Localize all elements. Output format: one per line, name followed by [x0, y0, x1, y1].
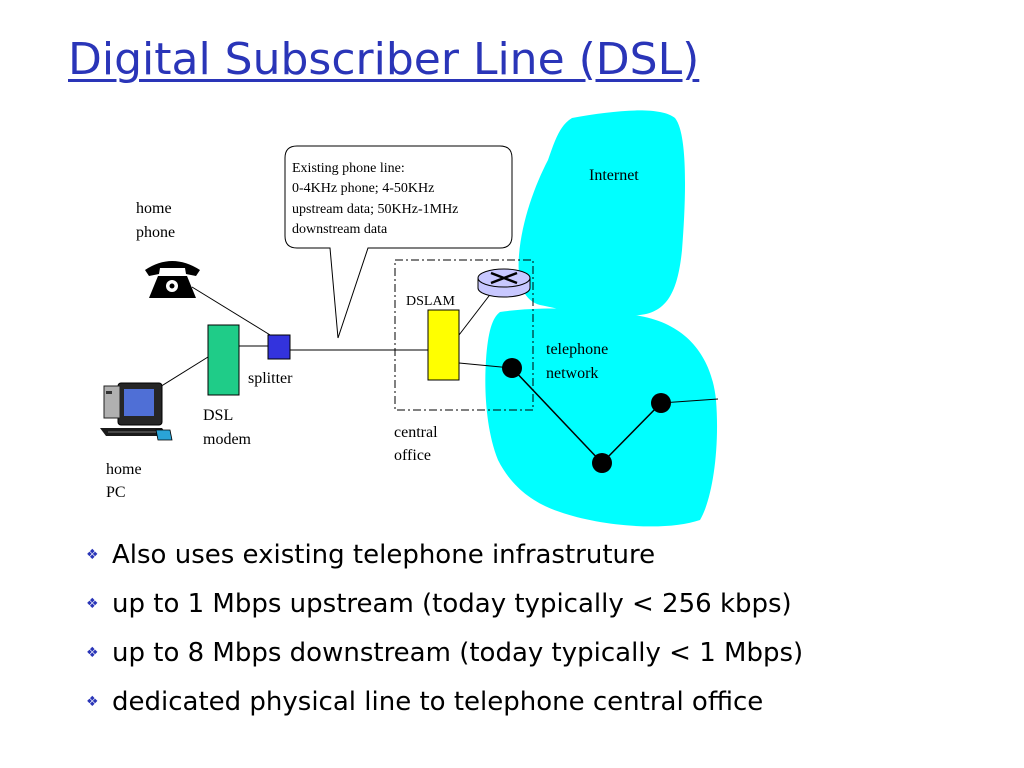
bullet-text: up to 8 Mbps downstream (today typically…: [112, 637, 804, 668]
bullet-item: ❖ up to 1 Mbps upstream (today typically…: [86, 579, 803, 628]
bullet-text: up to 1 Mbps upstream (today typically <…: [112, 588, 792, 619]
central-office-boundary: [394, 259, 534, 411]
bullet-list: ❖ Also uses existing telephone infrastru…: [86, 530, 803, 726]
bullet-item: ❖ up to 8 Mbps downstream (today typical…: [86, 628, 803, 677]
network-link-1: [511, 367, 603, 464]
telephone-network-label: telephone network: [546, 341, 612, 382]
dslam-to-router-line: [458, 291, 493, 336]
network-switch: [592, 453, 612, 473]
bullet-item: ❖ Also uses existing telephone infrastru…: [86, 530, 803, 579]
dsl-modem-label: DSL modem: [203, 407, 252, 448]
bullet-icon: ❖: [86, 693, 99, 710]
dsl-diagram: Existing phone line: 0-4KHz phone; 4-50K…: [100, 110, 719, 527]
splitter: [267, 334, 291, 360]
bullet-icon: ❖: [86, 546, 99, 563]
dslam-label: DSLAM: [406, 294, 456, 309]
central-office-label: central office: [394, 424, 442, 464]
bullet-item: ❖ dedicated physical line to telephone c…: [86, 677, 803, 726]
network-switch: [651, 393, 671, 413]
internet-label: Internet: [589, 167, 639, 184]
slide-title: Digital Subscriber Line (DSL): [68, 34, 700, 85]
dsl-modem: [207, 324, 240, 396]
phone-icon: [145, 261, 200, 298]
bullet-icon: ❖: [86, 595, 99, 612]
pc-to-modem-line: [154, 356, 209, 391]
router-icon: [477, 268, 531, 298]
telephone-network-cloud: [485, 308, 718, 527]
home-phone-label: home phone: [136, 200, 176, 241]
bullet-text: dedicated physical line to telephone cen…: [112, 686, 764, 717]
internet-cloud: [518, 110, 686, 317]
callout-text: Existing phone line: 0-4KHz phone; 4-50K…: [292, 161, 462, 237]
network-switch: [502, 358, 522, 378]
bullet-text: Also uses existing telephone infrastrutu…: [112, 539, 656, 570]
dslam: [427, 309, 460, 381]
splitter-label: splitter: [248, 370, 293, 387]
phone-to-splitter-line: [191, 286, 276, 339]
network-link-2: [601, 402, 662, 464]
bullet-icon: ❖: [86, 644, 99, 661]
home-pc-label: home PC: [106, 461, 146, 501]
callout-bubble: [284, 145, 513, 339]
computer-icon: [100, 382, 173, 441]
